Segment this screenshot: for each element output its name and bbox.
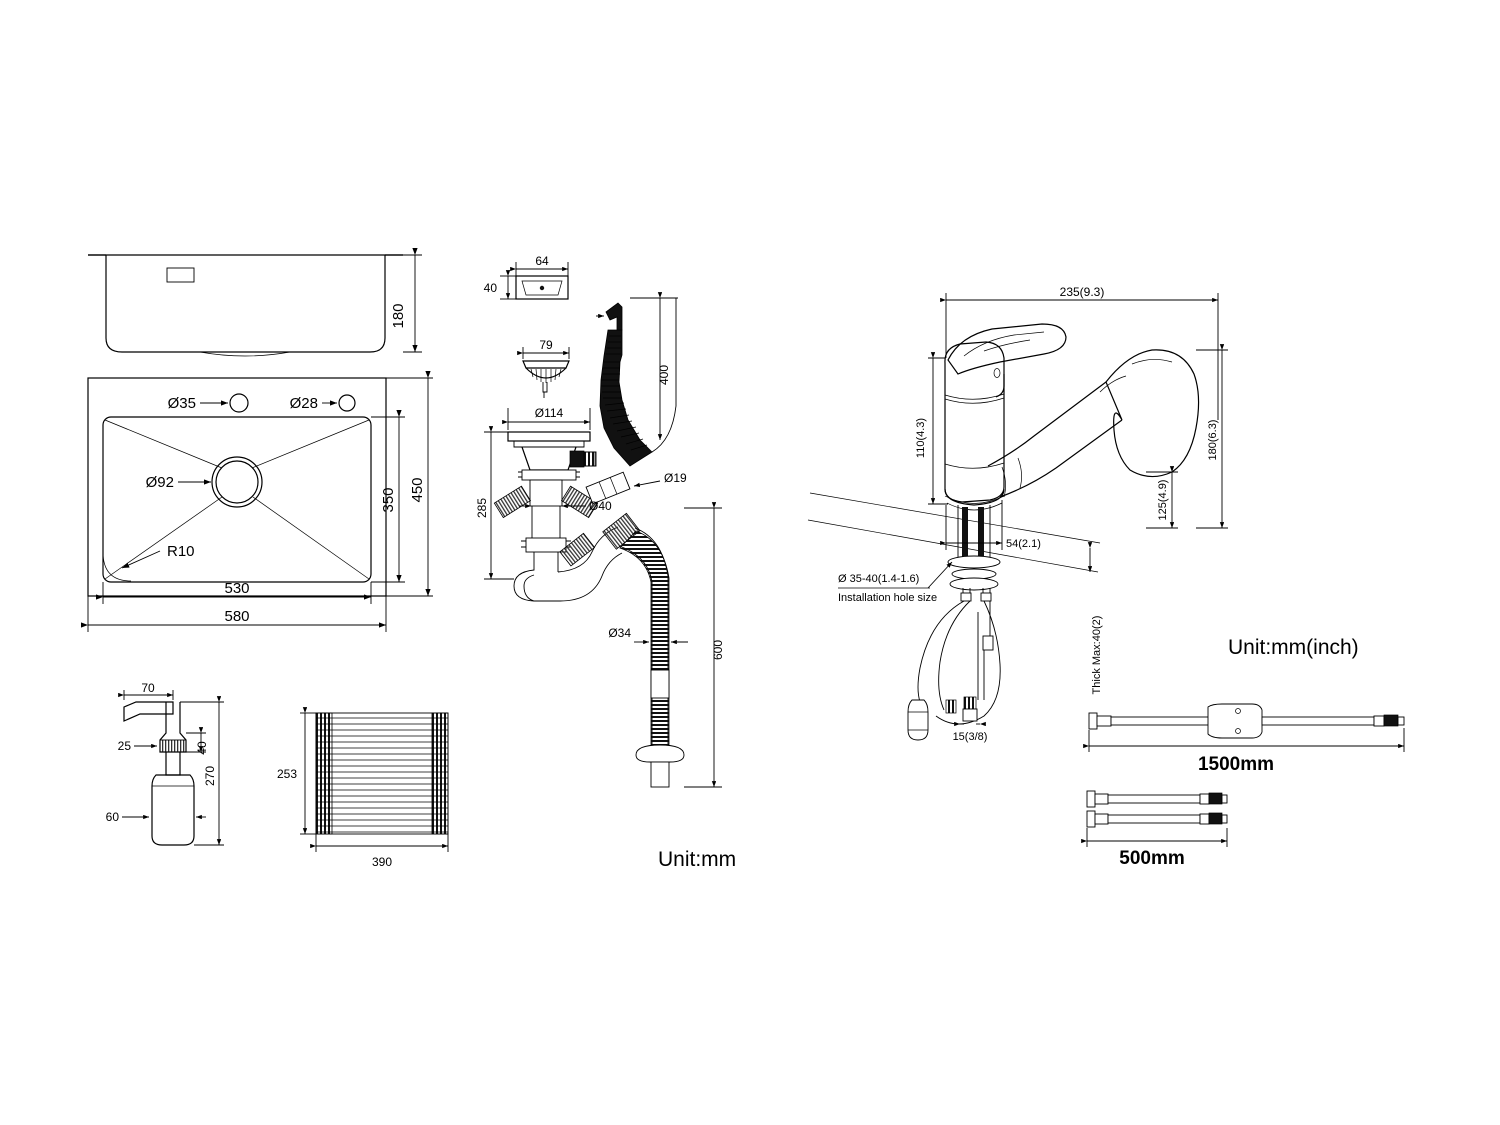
bowl-width-label: 530 bbox=[224, 580, 249, 597]
overflow-height-label: 40 bbox=[484, 281, 498, 295]
hose-connector-label: 15(3/8) bbox=[953, 731, 988, 743]
drain-92-label: Ø92 bbox=[146, 474, 174, 491]
dim-tailpiece-40: Ø40 bbox=[519, 499, 612, 513]
dim-dispenser-bottle-60: 60 bbox=[106, 810, 206, 824]
dim-dispenser-spout-70: 70 bbox=[118, 681, 174, 700]
faucet-base-label: 54(2.1) bbox=[1006, 538, 1041, 550]
dim-short-hose-500: 500mm bbox=[1081, 828, 1228, 869]
dim-sprayhead-height-180: 180(6.3) bbox=[1196, 344, 1228, 529]
rack-width-label: 390 bbox=[372, 855, 392, 869]
drain-assembly bbox=[493, 431, 685, 788]
soap-dispenser bbox=[123, 701, 195, 846]
short-supply-hose-2 bbox=[1086, 810, 1228, 828]
flange-114-label: Ø114 bbox=[535, 406, 564, 420]
dim-sprayhead-drop-125: 125(4.9) bbox=[1146, 466, 1178, 529]
dim-flexpipe-34: Ø34 bbox=[608, 626, 688, 645]
dim-drain-92: Ø92 bbox=[146, 474, 211, 491]
overflow-hose-length-label: 400 bbox=[657, 365, 671, 385]
sink-depth-label: 180 bbox=[390, 303, 407, 328]
install-hole-label: Ø 35-40(1.4-1.6) bbox=[838, 573, 919, 585]
dim-overflow-height-40: 40 bbox=[484, 270, 516, 300]
strainer-width-label: 79 bbox=[539, 338, 553, 352]
dim-flexpipe-length-600: 600 bbox=[684, 502, 725, 788]
rack-depth-label: 253 bbox=[277, 767, 297, 781]
tailpiece-40-label: Ø40 bbox=[589, 499, 612, 513]
flexpipe-length-label: 600 bbox=[711, 640, 725, 660]
dim-faucet-reach-235: 235(9.3) bbox=[940, 285, 1219, 420]
long-supply-hose-1500 bbox=[1088, 703, 1405, 739]
r10-label: R10 bbox=[167, 543, 195, 560]
thread-25-label: 25 bbox=[118, 739, 132, 753]
dim-overall-depth-450: 450 bbox=[386, 370, 433, 597]
strainer-basket-detail bbox=[522, 360, 570, 398]
overall-depth-label: 450 bbox=[409, 477, 426, 502]
bottle-dia-label: 60 bbox=[106, 810, 120, 824]
accessory-hole-28: Ø28 bbox=[290, 394, 356, 412]
dim-dispenser-collar-40: 40 bbox=[186, 727, 209, 755]
faucet-shank-and-hoses bbox=[907, 505, 1001, 741]
sprayhead-drop-label: 125(4.9) bbox=[1157, 480, 1169, 521]
hole-35-label: Ø35 bbox=[168, 395, 196, 412]
dim-rack-depth-253: 253 bbox=[277, 707, 316, 835]
countertop-lines bbox=[807, 492, 1101, 573]
sink-side-elevation bbox=[88, 254, 403, 357]
dim-dispenser-thread-25: 25 bbox=[118, 739, 157, 753]
faucet-reach-label: 235(9.3) bbox=[1060, 285, 1105, 299]
dim-sink-depth-180: 180 bbox=[390, 247, 422, 353]
faucet-body-height-label: 110(4.3) bbox=[915, 418, 927, 458]
bowl-depth-label: 350 bbox=[380, 487, 397, 512]
overflow-hose bbox=[569, 298, 677, 468]
dim-radius-r10: R10 bbox=[121, 543, 195, 569]
dispenser-height-label: 270 bbox=[203, 766, 217, 786]
flexpipe-34-label: Ø34 bbox=[608, 626, 631, 640]
dim-rack-width-390: 390 bbox=[310, 834, 449, 869]
faucet-hole-35: Ø35 bbox=[168, 393, 249, 413]
dim-bowl-depth-350: 350 bbox=[371, 409, 405, 583]
dim-faucet-body-height-110: 110(4.3) bbox=[915, 352, 948, 505]
dim-dispenser-height-270: 270 bbox=[180, 696, 224, 846]
connector-19-label: Ø19 bbox=[664, 471, 687, 485]
dim-hose-connector-15: 15(3/8) bbox=[953, 721, 988, 743]
roll-up-drying-rack bbox=[315, 712, 449, 835]
drain-height-label: 285 bbox=[475, 498, 489, 518]
faucet-spray-head bbox=[987, 349, 1200, 498]
dim-overflow-width-64: 64 bbox=[510, 254, 569, 276]
dim-bowl-width-530: 530 bbox=[95, 580, 372, 604]
install-hole-callout: Ø 35-40(1.4-1.6) Installation hole size bbox=[838, 561, 953, 604]
counter-thickness-label: Thick Max:40(2) bbox=[1091, 616, 1103, 695]
sprayhead-height-label: 180(6.3) bbox=[1207, 420, 1219, 461]
install-hole-caption: Installation hole size bbox=[838, 592, 937, 604]
long-hose-label: 1500mm bbox=[1198, 754, 1274, 775]
faucet-body bbox=[944, 323, 1067, 511]
collar-40-label: 40 bbox=[195, 741, 209, 755]
hole-28-label: Ø28 bbox=[290, 395, 318, 412]
short-supply-hose-1 bbox=[1086, 790, 1228, 808]
dim-long-hose-1500: 1500mm bbox=[1083, 728, 1405, 775]
dim-flange-114: Ø114 bbox=[502, 406, 591, 430]
dim-overflow-hose-400: 400 bbox=[630, 292, 678, 440]
overflow-width-label: 64 bbox=[535, 254, 549, 268]
short-hose-label: 500mm bbox=[1119, 848, 1185, 869]
dim-faucet-base-54: 54(2.1) bbox=[940, 500, 1041, 550]
spout-70-label: 70 bbox=[141, 681, 155, 695]
unit-note-right: Unit:mm(inch) bbox=[1228, 636, 1359, 659]
unit-note-left: Unit:mm bbox=[658, 848, 736, 871]
dim-drain-height-285: 285 bbox=[475, 426, 514, 580]
dim-strainer-79: 79 bbox=[517, 338, 570, 359]
overall-width-label: 580 bbox=[224, 608, 249, 625]
overflow-cover-detail bbox=[515, 275, 569, 300]
dim-overall-width-580: 580 bbox=[80, 596, 387, 632]
connector-19-detail: Ø19 bbox=[585, 471, 687, 505]
dim-counter-thickness-40: Thick Max:40(2) bbox=[1087, 542, 1103, 695]
